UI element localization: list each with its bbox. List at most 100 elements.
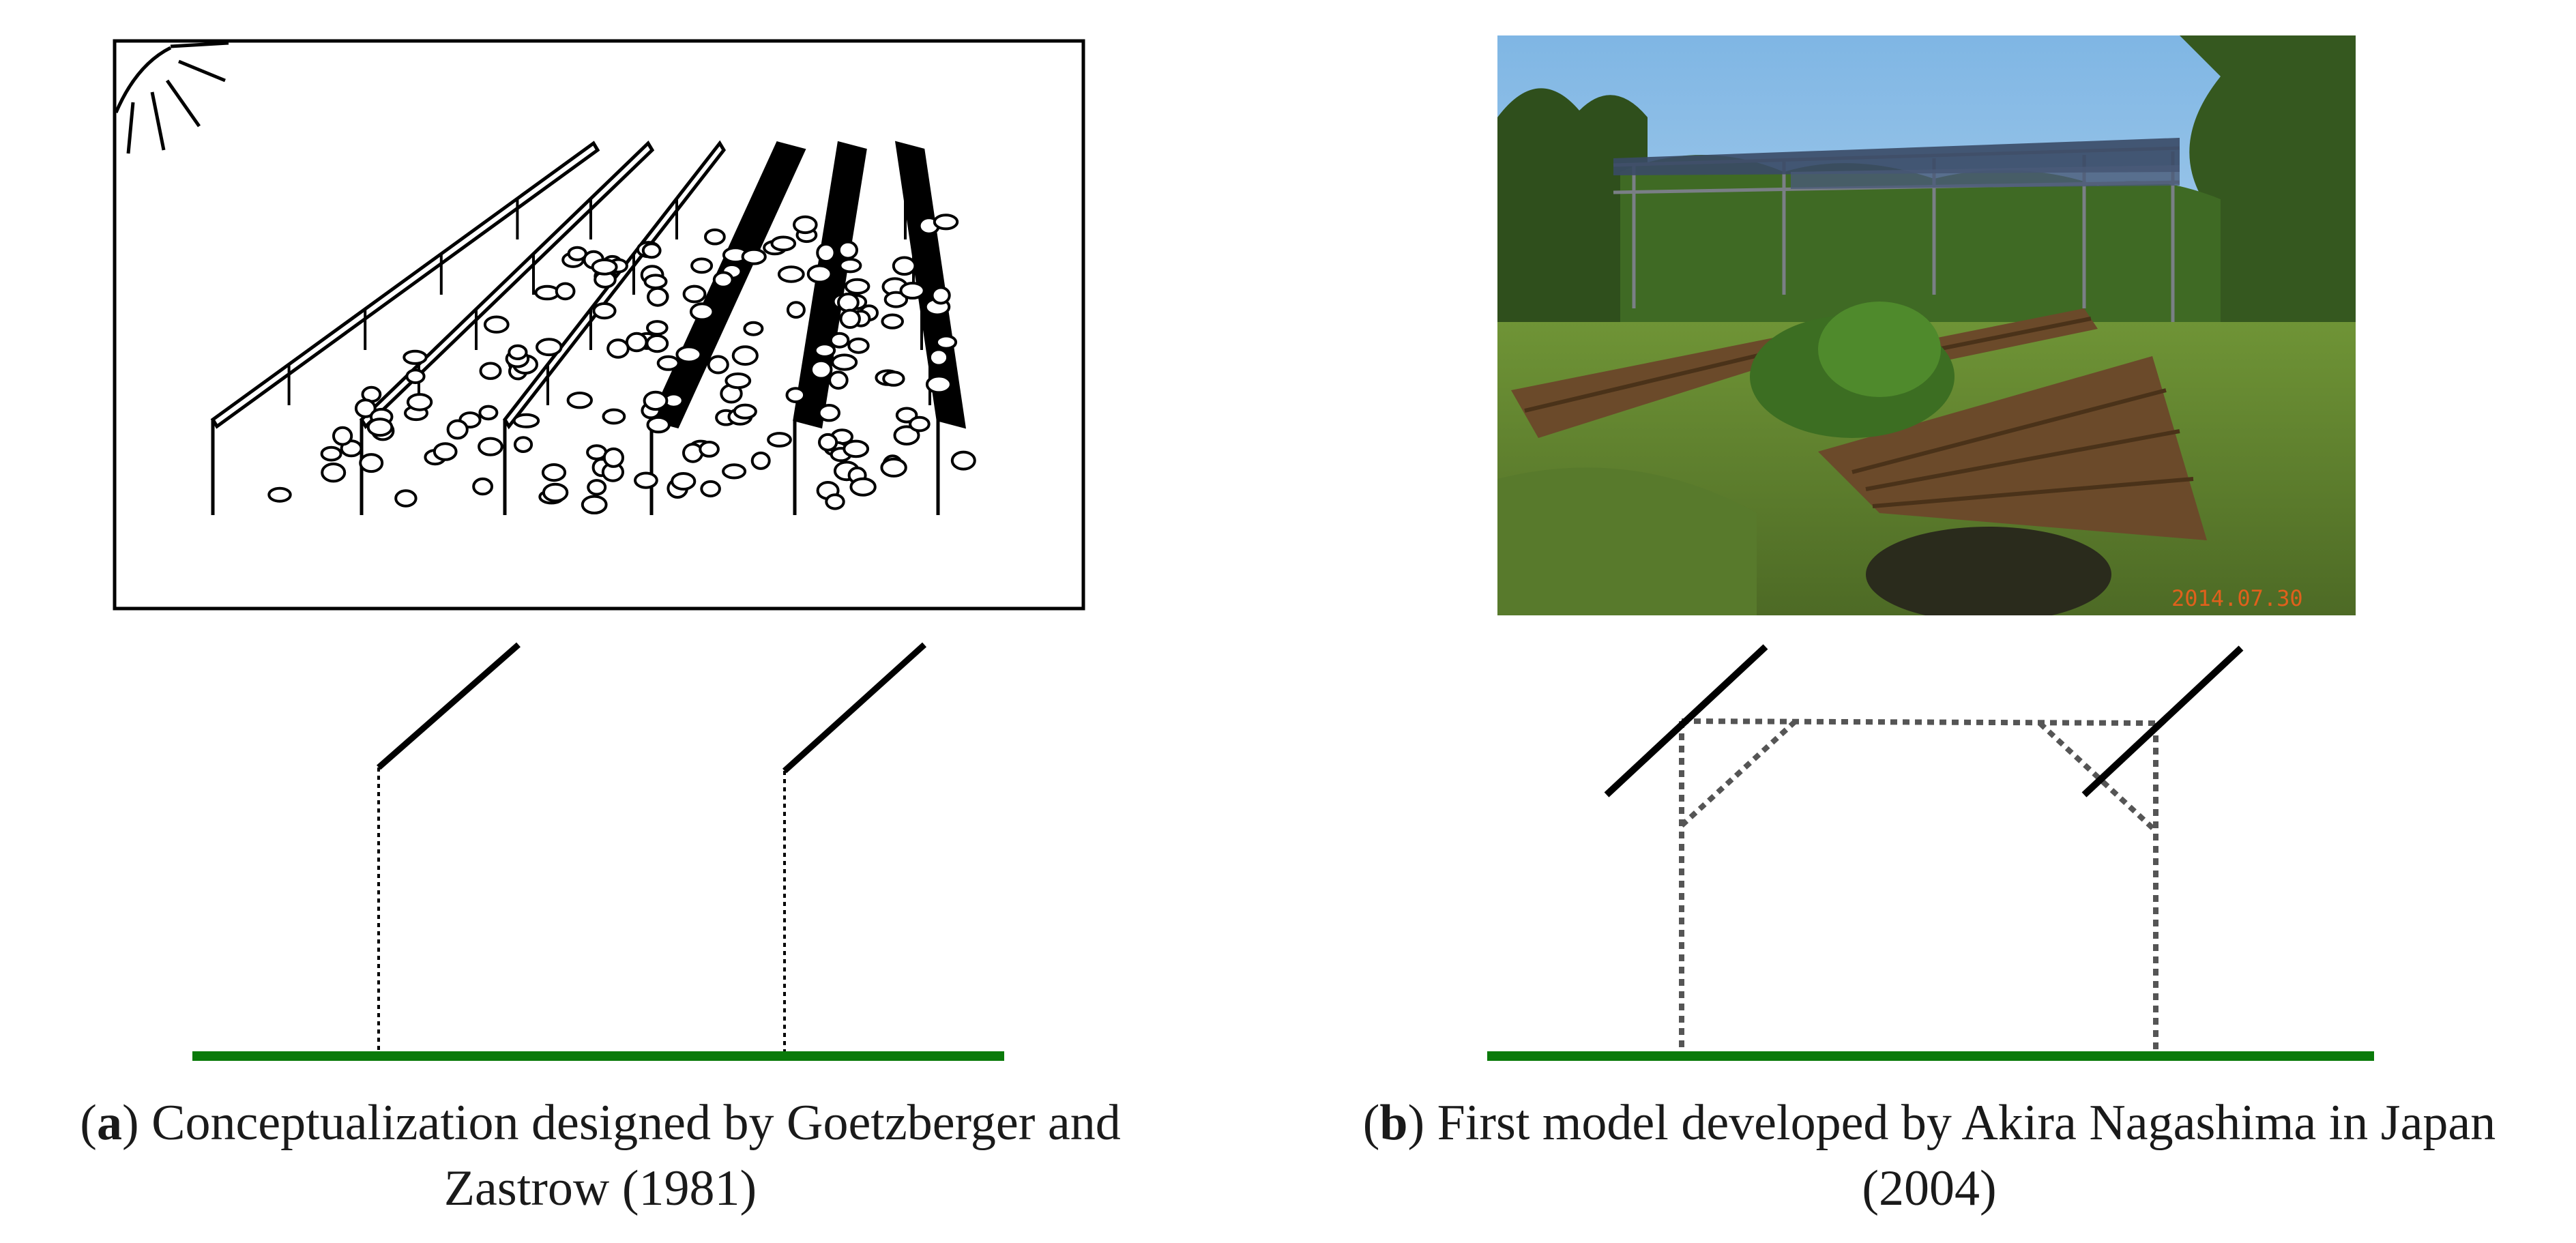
panel-b-photo: 2014.07.30 xyxy=(1497,35,2356,615)
plant xyxy=(806,264,833,284)
plant xyxy=(646,415,671,434)
plant xyxy=(689,302,715,321)
plant xyxy=(402,349,428,365)
plant xyxy=(354,398,377,418)
plant xyxy=(837,292,860,312)
plant xyxy=(731,345,759,366)
caption-a: (a) Conceptualization designed by Goetzb… xyxy=(0,1090,1201,1221)
plant xyxy=(892,256,917,276)
plant xyxy=(785,387,806,403)
plant xyxy=(332,426,353,446)
plant xyxy=(950,450,976,471)
plant xyxy=(895,407,918,424)
plant xyxy=(656,355,680,371)
plant xyxy=(606,338,630,359)
plant xyxy=(767,432,792,448)
plant xyxy=(909,415,931,433)
plant xyxy=(512,413,540,428)
plant xyxy=(647,287,669,307)
plant xyxy=(724,372,752,390)
solar-panel-right xyxy=(2081,645,2244,798)
plant xyxy=(536,338,563,357)
plant xyxy=(899,282,926,299)
plant xyxy=(602,447,625,468)
plant xyxy=(566,392,593,409)
panel-b-schematic xyxy=(1467,628,2422,1071)
caption-b-line2: (2004) xyxy=(1862,1160,1997,1216)
plant xyxy=(508,344,528,361)
plant xyxy=(555,282,576,301)
panel-row xyxy=(210,141,600,515)
plant xyxy=(602,408,626,425)
plant xyxy=(699,441,720,458)
plant xyxy=(793,215,818,235)
solar-panel-left xyxy=(377,642,521,770)
sun-icon xyxy=(114,41,229,154)
plant xyxy=(446,419,469,440)
plant xyxy=(928,348,950,367)
plant xyxy=(893,425,920,446)
plant xyxy=(837,240,859,260)
plant xyxy=(733,403,757,420)
plant xyxy=(641,242,662,259)
plant xyxy=(433,442,458,461)
plant xyxy=(704,228,726,246)
solar-panel-left xyxy=(1604,644,1768,798)
plant xyxy=(541,463,567,482)
plant xyxy=(645,334,669,353)
plant xyxy=(671,472,697,491)
plant xyxy=(581,495,608,514)
plant xyxy=(843,439,870,458)
plant xyxy=(478,437,503,456)
plant xyxy=(882,370,905,387)
plant xyxy=(825,493,845,510)
plant xyxy=(828,370,849,390)
caption-a-label: a xyxy=(96,1095,122,1151)
solar-panel-right xyxy=(782,642,927,774)
plant xyxy=(406,393,433,411)
plant xyxy=(513,436,533,453)
plant xyxy=(741,248,767,265)
photo-date-stamp: 2014.07.30 xyxy=(2171,585,2303,611)
plant xyxy=(881,313,904,330)
panel-row xyxy=(359,141,655,515)
plant xyxy=(809,359,833,380)
panel-a-schematic xyxy=(192,642,1004,1061)
plant xyxy=(770,235,797,252)
plant xyxy=(643,390,669,411)
plant xyxy=(786,301,806,319)
plant xyxy=(625,332,648,353)
brace-left xyxy=(1680,719,1798,828)
plant xyxy=(321,463,347,483)
plant xyxy=(816,242,836,263)
caption-b-label: b xyxy=(1379,1095,1408,1151)
plant xyxy=(567,246,587,261)
caption-a-line2: Zastrow (1981) xyxy=(443,1160,757,1216)
plant xyxy=(883,291,909,308)
plant xyxy=(479,362,502,380)
plant xyxy=(320,445,342,462)
plant xyxy=(478,405,499,421)
plant xyxy=(838,258,862,274)
panel-row xyxy=(793,141,867,515)
plant xyxy=(831,353,858,371)
plant xyxy=(935,334,958,350)
plant xyxy=(839,308,861,329)
plant xyxy=(359,453,384,473)
plant xyxy=(880,457,907,478)
plant xyxy=(592,302,617,320)
plant xyxy=(690,257,714,274)
plant xyxy=(829,332,850,349)
plant xyxy=(777,265,805,283)
plant xyxy=(472,477,493,496)
plant xyxy=(818,433,838,452)
plant xyxy=(267,486,292,503)
panel-a-illustration xyxy=(0,0,1283,1064)
plant xyxy=(366,418,394,437)
plant xyxy=(750,451,771,470)
plant xyxy=(933,214,959,231)
plant xyxy=(817,404,841,422)
plant xyxy=(722,463,747,480)
plant xyxy=(534,284,560,301)
plant xyxy=(712,271,734,289)
